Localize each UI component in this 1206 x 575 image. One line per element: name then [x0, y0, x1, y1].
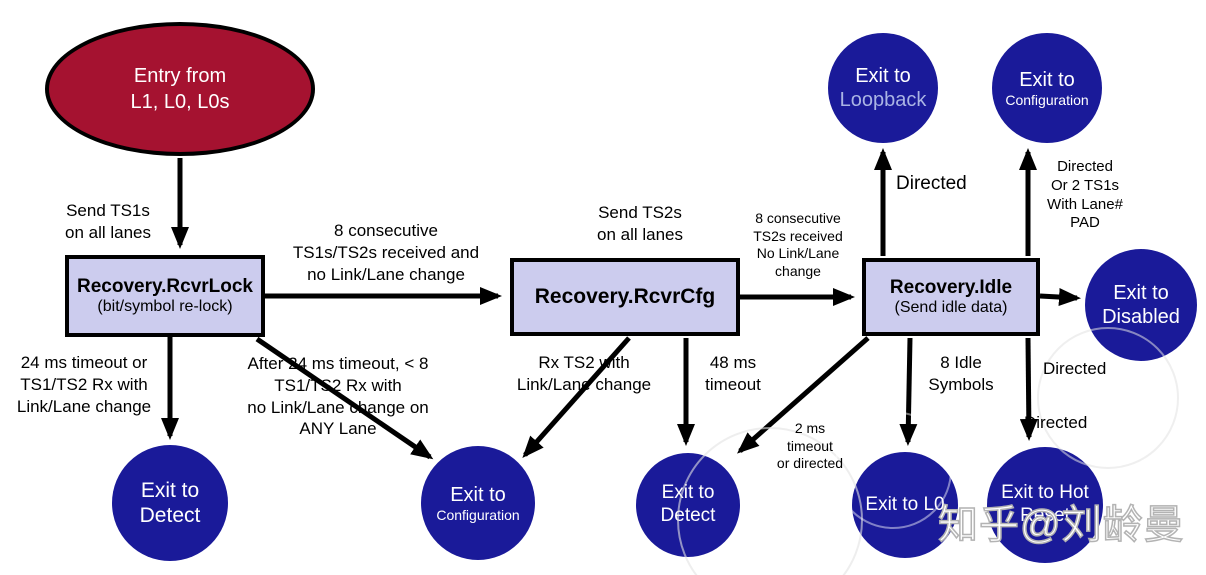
label-directed-hot-reset: Directed	[1024, 413, 1088, 432]
label-48ms-timeout: 48 ms timeout	[705, 353, 761, 394]
label-send-ts2s: Send TS2s on all lanes	[596, 203, 683, 244]
state-subtitle: (bit/symbol re-lock)	[97, 297, 233, 315]
exit-configuration-top-circle: Exit to Configuration	[992, 33, 1102, 143]
state-recovery-rcvrlock: Recovery.RcvrLock (bit/symbol re-lock)	[65, 255, 265, 337]
exit-detect-left-circle: Exit to Detect	[112, 445, 228, 561]
label-directed-disabled: Directed	[1043, 359, 1107, 378]
state-subtitle: (Send idle data)	[894, 298, 1008, 316]
exit-line: Exit to	[1113, 282, 1169, 304]
exit-line: Reset	[1020, 505, 1070, 526]
state-title: Recovery.RcvrCfg	[534, 284, 716, 308]
label-2ms-timeout: 2 ms timeout or directed	[776, 420, 844, 471]
exit-l0-circle: Exit to L0	[852, 452, 958, 558]
state-recovery-rcvrcfg: Recovery.RcvrCfg	[510, 258, 740, 336]
exit-line: Exit to	[140, 478, 200, 502]
exit-disabled-circle: Exit to Disabled	[1085, 249, 1197, 361]
exit-line: Exit to L0	[865, 493, 945, 515]
arrow-idle-to-disabled	[1039, 288, 1081, 307]
label-directed-configuration: Directed Or 2 TS1s With Lane# PAD	[1047, 158, 1123, 232]
exit-configuration-bottom-circle: Exit to Configuration	[421, 446, 535, 560]
entry-line2: L1, L0, L0s	[130, 91, 230, 113]
exit-line: Configuration	[436, 506, 520, 523]
exit-loopback-circle: Exit to Loopback	[828, 33, 938, 143]
exit-line: Detect	[139, 504, 201, 527]
label-send-ts1s: Send TS1s on all lanes	[64, 201, 151, 242]
entry-line1: Entry from	[133, 65, 227, 87]
label-rx-ts2: Rx TS2 with Link/Lane change	[516, 353, 652, 394]
zhihu-watermark: 知乎@刘龄曼	[937, 502, 1185, 548]
label-8-idle-symbols: 8 Idle Symbols	[928, 353, 994, 394]
state-title: Recovery.RcvrLock	[76, 275, 254, 297]
label-directed-loopback: Directed	[896, 173, 967, 194]
label-24ms-timeout: 24 ms timeout or TS1/TS2 Rx with Link/La…	[16, 353, 152, 416]
label-8-consecutive-ts1s: 8 consecutive TS1s/TS2s received and no …	[292, 221, 480, 284]
state-recovery-idle: Recovery.Idle (Send idle data)	[862, 258, 1040, 336]
exit-line: Loopback	[839, 89, 927, 111]
label-after-24ms-timeout: After 24 ms timeout, < 8 TS1/TS2 Rx with…	[247, 354, 429, 439]
exit-line: Exit to Hot	[1001, 482, 1089, 504]
state-title: Recovery.Idle	[889, 276, 1013, 298]
exit-line: Detect	[660, 505, 716, 526]
arrow-idle-to-l0	[899, 337, 918, 446]
label-8-consecutive-ts2s: 8 consecutive TS2s received No Link/Lane…	[753, 210, 843, 279]
entry-ellipse: Entry from L1, L0, L0s	[45, 22, 315, 156]
exit-detect-mid-circle: Exit to Detect	[636, 453, 740, 557]
exit-line: Exit to	[1019, 68, 1075, 91]
exit-line: Disabled	[1102, 306, 1180, 328]
exit-line: Exit to	[855, 65, 911, 87]
exit-line: Exit to	[661, 482, 715, 504]
exit-line: Configuration	[1005, 91, 1089, 108]
exit-line: Exit to	[450, 483, 506, 506]
